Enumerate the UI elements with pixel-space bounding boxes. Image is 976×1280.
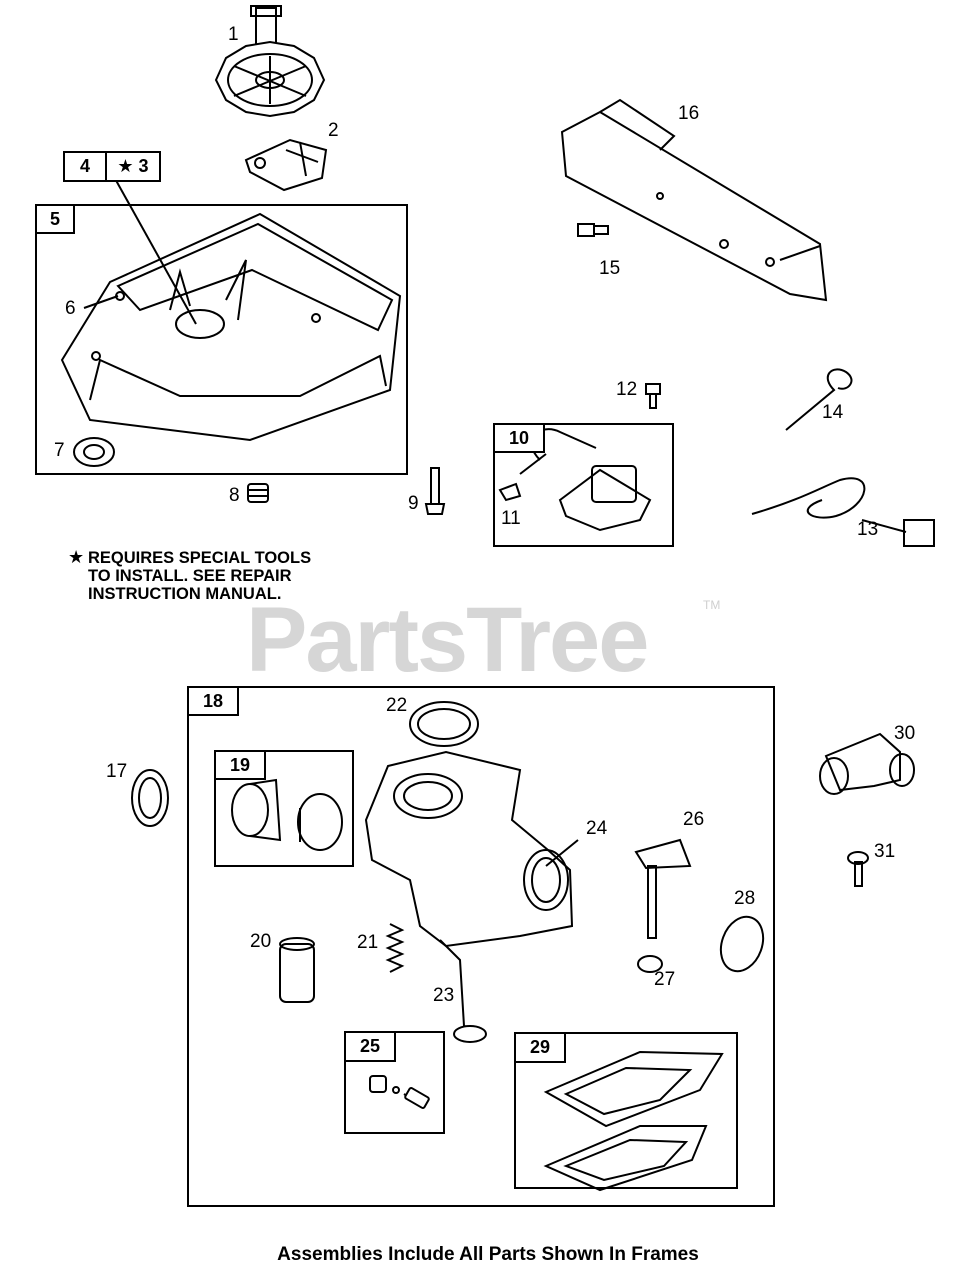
part-label-21: 21 [357,932,379,953]
special-tools-note: ★ REQUIRES SPECIAL TOOLS TO INSTALL. SEE… [68,547,312,603]
star-icon: ★ [68,547,85,567]
tag-5: 5 [35,204,75,234]
partstree-watermark: PartsTree [246,589,649,691]
tag-29: 29 [514,1032,566,1063]
part-label-1: 1 [228,24,239,45]
part-label-17: 17 [106,761,128,782]
elbow-sleeve-parts [231,778,343,851]
screw-part-15 [577,223,609,237]
part-label-16: 16 [678,103,700,124]
screw-part-31 [847,851,869,887]
leader-line-3 [107,165,197,325]
note-line-2: TO INSTALL. SEE REPAIR [88,567,292,585]
governor-bracket-part [244,138,328,192]
part-label-7: 7 [54,440,65,461]
part-label-28: 28 [734,888,756,909]
throttle-plate-part [719,915,765,973]
part-label-6: 6 [65,298,76,319]
tag-10: 10 [493,423,545,453]
control-bracket-part [560,98,828,302]
part-label-9: 9 [408,493,419,514]
frame-10 [493,423,674,547]
leader-line-24 [545,839,579,867]
frame-5 [35,204,408,475]
screw-part-12 [645,383,661,409]
part-label-13: 13 [857,519,879,540]
part-label-23: 23 [433,985,455,1006]
part-label-14: 14 [822,402,844,423]
tag-25: 25 [344,1031,396,1062]
ring-part [131,769,169,827]
intake-elbow-part [819,732,915,795]
sump-base-part [60,212,402,442]
carburetor-body-part [364,750,574,1043]
part-label-8: 8 [229,485,240,506]
tag-19: 19 [214,750,266,780]
part-label-31: 31 [874,841,896,862]
part-label-2: 2 [328,120,339,141]
part-label-11: 11 [501,508,521,529]
note-line-1: REQUIRES SPECIAL TOOLS [88,549,312,567]
part-label-20: 20 [250,931,272,952]
part-label-26: 26 [683,809,705,830]
trademark-mark: TM [703,598,721,612]
tag-3: ★ 3 [105,151,161,182]
tag-18: 18 [187,686,239,716]
wire-connector-part [751,477,935,547]
seal-part [73,437,115,467]
plug-part [247,483,269,503]
tag-4: 4 [63,151,107,182]
note-line-3: INSTRUCTION MANUAL. [88,585,282,603]
part-label-30: 30 [894,723,916,744]
frame-29 [514,1032,738,1189]
frame-18 [187,686,775,1207]
bushing-part [637,955,663,973]
part-label-15: 15 [599,258,621,279]
gasket-set-parts [543,1050,724,1192]
spring-link-part [785,368,853,431]
part-label-12: 12 [616,379,638,400]
filter-cylinder-part [279,937,315,1003]
bolt-part-9 [424,467,446,515]
part-label-22: 22 [386,695,408,716]
footer-caption: Assemblies Include All Parts Shown In Fr… [277,1244,699,1265]
gear-shaft-part [214,5,326,118]
part-label-27: 27 [654,969,676,990]
part-label-24: 24 [586,818,608,839]
needle-seat-parts [369,1075,430,1109]
leader-line-6 [83,295,119,309]
throttle-shaft-part [634,838,692,939]
frame-19 [214,750,354,867]
spring-part-21 [385,923,405,973]
